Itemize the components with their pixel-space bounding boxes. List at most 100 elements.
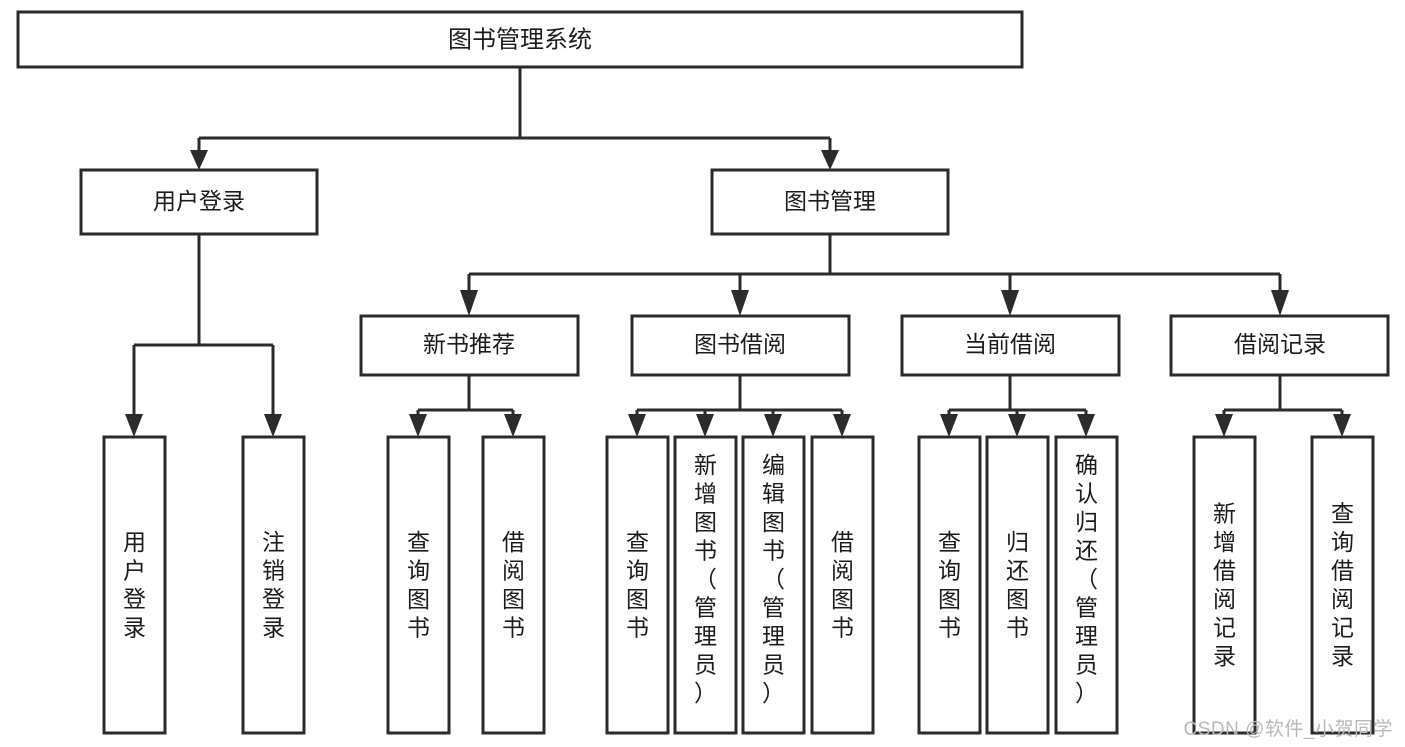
leaf-char: 借 bbox=[1213, 558, 1236, 584]
leaf-char: 户 bbox=[123, 558, 146, 584]
arrow-head-book-borrow bbox=[731, 290, 749, 316]
node-leaf-add-borrow-record-box[interactable] bbox=[1192, 435, 1257, 735]
node-borrow-record-label: 借阅记录 bbox=[1234, 331, 1326, 357]
arrow-head-leaf-logout-login bbox=[264, 414, 282, 437]
node-leaf-return-book-box[interactable] bbox=[985, 435, 1050, 735]
leaf-char: 图 bbox=[502, 586, 525, 612]
leaf-char: 查 bbox=[938, 529, 961, 555]
leaf-char: 注 bbox=[262, 529, 285, 555]
node-new-book-recommend[interactable]: 新书推荐 bbox=[359, 314, 580, 377]
node-user-login-box[interactable] bbox=[79, 168, 319, 236]
leaf-char: （ bbox=[762, 566, 785, 592]
node-root[interactable]: 图书管理系统 bbox=[16, 10, 1024, 69]
leaf-char: 阅 bbox=[1213, 586, 1236, 612]
leaf-char: 书 bbox=[831, 615, 854, 641]
leaf-char: 新 bbox=[694, 452, 717, 478]
leaf-char: 图 bbox=[762, 509, 785, 535]
node-leaf-user-login-label: 用户登录 bbox=[123, 529, 146, 641]
leaf-char: 员 bbox=[1075, 652, 1098, 678]
leaf-char: 查 bbox=[626, 529, 649, 555]
leaf-char: 认 bbox=[1075, 481, 1098, 507]
arrow-head-leaf-add-book bbox=[696, 414, 714, 437]
connector-layer bbox=[125, 67, 1351, 437]
leaf-char: 书 bbox=[502, 615, 525, 641]
node-leaf-add-book-box[interactable] bbox=[673, 435, 738, 735]
leaf-char: 图 bbox=[694, 509, 717, 535]
leaf-char: 图 bbox=[938, 586, 961, 612]
arrow-head-leaf-query-book-1 bbox=[409, 414, 427, 437]
arrow-head-leaf-return-book bbox=[1008, 414, 1026, 437]
leaf-text-layer: 用户登录注销登录查询图书借阅图书查询图书新增图书（管理员）编辑图书（管理员）借阅… bbox=[123, 452, 1354, 706]
node-user-login[interactable]: 用户登录 bbox=[79, 168, 319, 236]
node-new-book-recommend-box[interactable] bbox=[359, 314, 580, 377]
node-leaf-query-borrow-record-box[interactable] bbox=[1310, 435, 1375, 735]
node-leaf-confirm-return-box[interactable] bbox=[1054, 435, 1119, 735]
node-leaf-logout-login-box[interactable] bbox=[241, 435, 306, 735]
node-current-borrow[interactable]: 当前借阅 bbox=[900, 314, 1121, 377]
leaf-char: 书 bbox=[407, 615, 430, 641]
arrow-head-borrow-record bbox=[1271, 290, 1289, 316]
node-book-manage[interactable]: 图书管理 bbox=[710, 168, 950, 236]
leaf-char: （ bbox=[694, 566, 717, 592]
node-book-manage-box[interactable] bbox=[710, 168, 950, 236]
node-borrow-record[interactable]: 借阅记录 bbox=[1169, 314, 1390, 377]
leaf-char: ） bbox=[1075, 680, 1098, 706]
leaf-char: ） bbox=[694, 680, 717, 706]
arrow-head-leaf-edit-book bbox=[764, 414, 782, 437]
leaf-layer bbox=[102, 435, 1375, 735]
leaf-char: 借 bbox=[1331, 558, 1354, 584]
watermark-text: CSDN @软件_小贺同学 bbox=[1183, 719, 1393, 740]
leaf-char: 增 bbox=[694, 481, 717, 507]
node-book-borrow[interactable]: 图书借阅 bbox=[630, 314, 851, 377]
leaf-char: 录 bbox=[1331, 643, 1354, 669]
leaf-char: 图 bbox=[626, 586, 649, 612]
node-leaf-query-book-1-box[interactable] bbox=[386, 435, 451, 735]
node-root-box[interactable] bbox=[16, 10, 1024, 69]
leaf-char: 借 bbox=[831, 529, 854, 555]
node-borrow-record-box[interactable] bbox=[1169, 314, 1390, 377]
arrow-head-user-login bbox=[190, 150, 208, 170]
leaf-char: 还 bbox=[1075, 538, 1098, 564]
leaf-char: 管 bbox=[694, 595, 717, 621]
leaf-char: 书 bbox=[938, 615, 961, 641]
leaf-char: 图 bbox=[1006, 586, 1029, 612]
leaf-char: 图 bbox=[831, 586, 854, 612]
leaf-char: 登 bbox=[123, 586, 146, 612]
node-leaf-query-book-2-box[interactable] bbox=[605, 435, 670, 735]
leaf-char: 员 bbox=[694, 652, 717, 678]
node-current-borrow-box[interactable] bbox=[900, 314, 1121, 377]
node-leaf-edit-book-box[interactable] bbox=[741, 435, 806, 735]
node-root-label: 图书管理系统 bbox=[448, 26, 592, 53]
node-leaf-query-book-3-box[interactable] bbox=[917, 435, 982, 735]
leaf-char: 理 bbox=[694, 623, 717, 649]
arrow-head-leaf-query-borrow-record bbox=[1333, 414, 1351, 437]
leaf-char: 管 bbox=[1075, 595, 1098, 621]
leaf-char: 管 bbox=[762, 595, 785, 621]
arrow-head-leaf-user-login bbox=[125, 414, 143, 437]
leaf-char: 阅 bbox=[1331, 586, 1354, 612]
leaf-char: 询 bbox=[407, 558, 430, 584]
arrow-head-book-manage bbox=[821, 150, 839, 170]
leaf-char: 书 bbox=[626, 615, 649, 641]
node-leaf-borrow-book-1-box[interactable] bbox=[481, 435, 546, 735]
node-leaf-borrow-book-2-box[interactable] bbox=[810, 435, 875, 735]
leaf-char: 阅 bbox=[831, 558, 854, 584]
node-book-borrow-box[interactable] bbox=[630, 314, 851, 377]
leaf-char: 记 bbox=[1331, 615, 1354, 641]
node-leaf-user-login-box[interactable] bbox=[102, 435, 167, 735]
leaf-char: ） bbox=[762, 680, 785, 706]
leaf-char: 新 bbox=[1213, 501, 1236, 527]
arrow-head-current-borrow bbox=[1001, 290, 1019, 316]
leaf-char: 录 bbox=[1213, 643, 1236, 669]
leaf-char: 录 bbox=[123, 615, 146, 641]
leaf-char: 书 bbox=[694, 538, 717, 564]
arrow-head-leaf-add-borrow-record bbox=[1215, 414, 1233, 437]
leaf-char: 记 bbox=[1213, 615, 1236, 641]
leaf-char: 员 bbox=[762, 652, 785, 678]
leaf-char: 询 bbox=[938, 558, 961, 584]
